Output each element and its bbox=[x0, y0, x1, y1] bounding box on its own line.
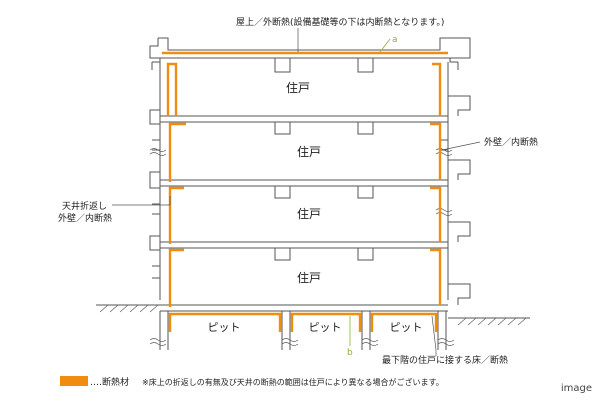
lowest-floor-leader bbox=[431, 315, 437, 356]
foundation-pits bbox=[159, 311, 447, 350]
unit-2f-insulation bbox=[168, 186, 442, 244]
unit-label-3f: 住戸 bbox=[297, 145, 321, 159]
exterior-wall-label: 外壁／内断熱 bbox=[484, 136, 538, 148]
break-symbols bbox=[149, 148, 455, 346]
pit-label-1: ピット bbox=[208, 321, 241, 334]
ceiling-wrap-leader bbox=[112, 196, 171, 206]
unit-4f-insulation bbox=[166, 62, 442, 116]
marker-b: b bbox=[347, 348, 353, 358]
outer-walls bbox=[151, 62, 459, 300]
roof-label: 屋上／外断熱(設備基礎等の下は内断熱となります。) bbox=[236, 16, 444, 28]
ceiling-wrap-label-2: 外壁／内断熱 bbox=[58, 212, 112, 224]
legend-swatch bbox=[60, 376, 88, 386]
beams bbox=[274, 58, 374, 261]
legend-material-label: ‥‥断熱材 bbox=[90, 376, 129, 388]
exterior-wall-leader bbox=[441, 141, 481, 151]
legend-note: ※床上の折返しの有無及び天井の断熱の範囲は住戸により異なる場合がございます。 bbox=[142, 377, 444, 387]
unit-label-1f: 住戸 bbox=[297, 271, 321, 285]
roof-structure bbox=[149, 37, 471, 63]
unit-3f-insulation bbox=[168, 122, 442, 182]
marker-a-leader bbox=[379, 38, 391, 53]
pit-label-3: ピット bbox=[390, 321, 423, 334]
ceiling-wrap-label-1: 天井折返し bbox=[62, 200, 107, 212]
exterior-protrusions bbox=[149, 95, 471, 305]
lowest-floor-insulation bbox=[168, 312, 438, 332]
ground-line bbox=[96, 304, 530, 326]
insulation-layers bbox=[162, 51, 448, 332]
pit-label-2: ピット bbox=[309, 321, 342, 334]
image-watermark: image bbox=[560, 383, 592, 394]
floor-slabs bbox=[160, 115, 448, 312]
unit-1f-insulation bbox=[168, 248, 442, 307]
unit-label-2f: 住戸 bbox=[297, 207, 321, 221]
lowest-floor-label: 最下階の住戸に接する床／断熱 bbox=[382, 354, 508, 366]
unit-label-4f: 住戸 bbox=[286, 81, 310, 95]
marker-a: a bbox=[392, 35, 398, 45]
